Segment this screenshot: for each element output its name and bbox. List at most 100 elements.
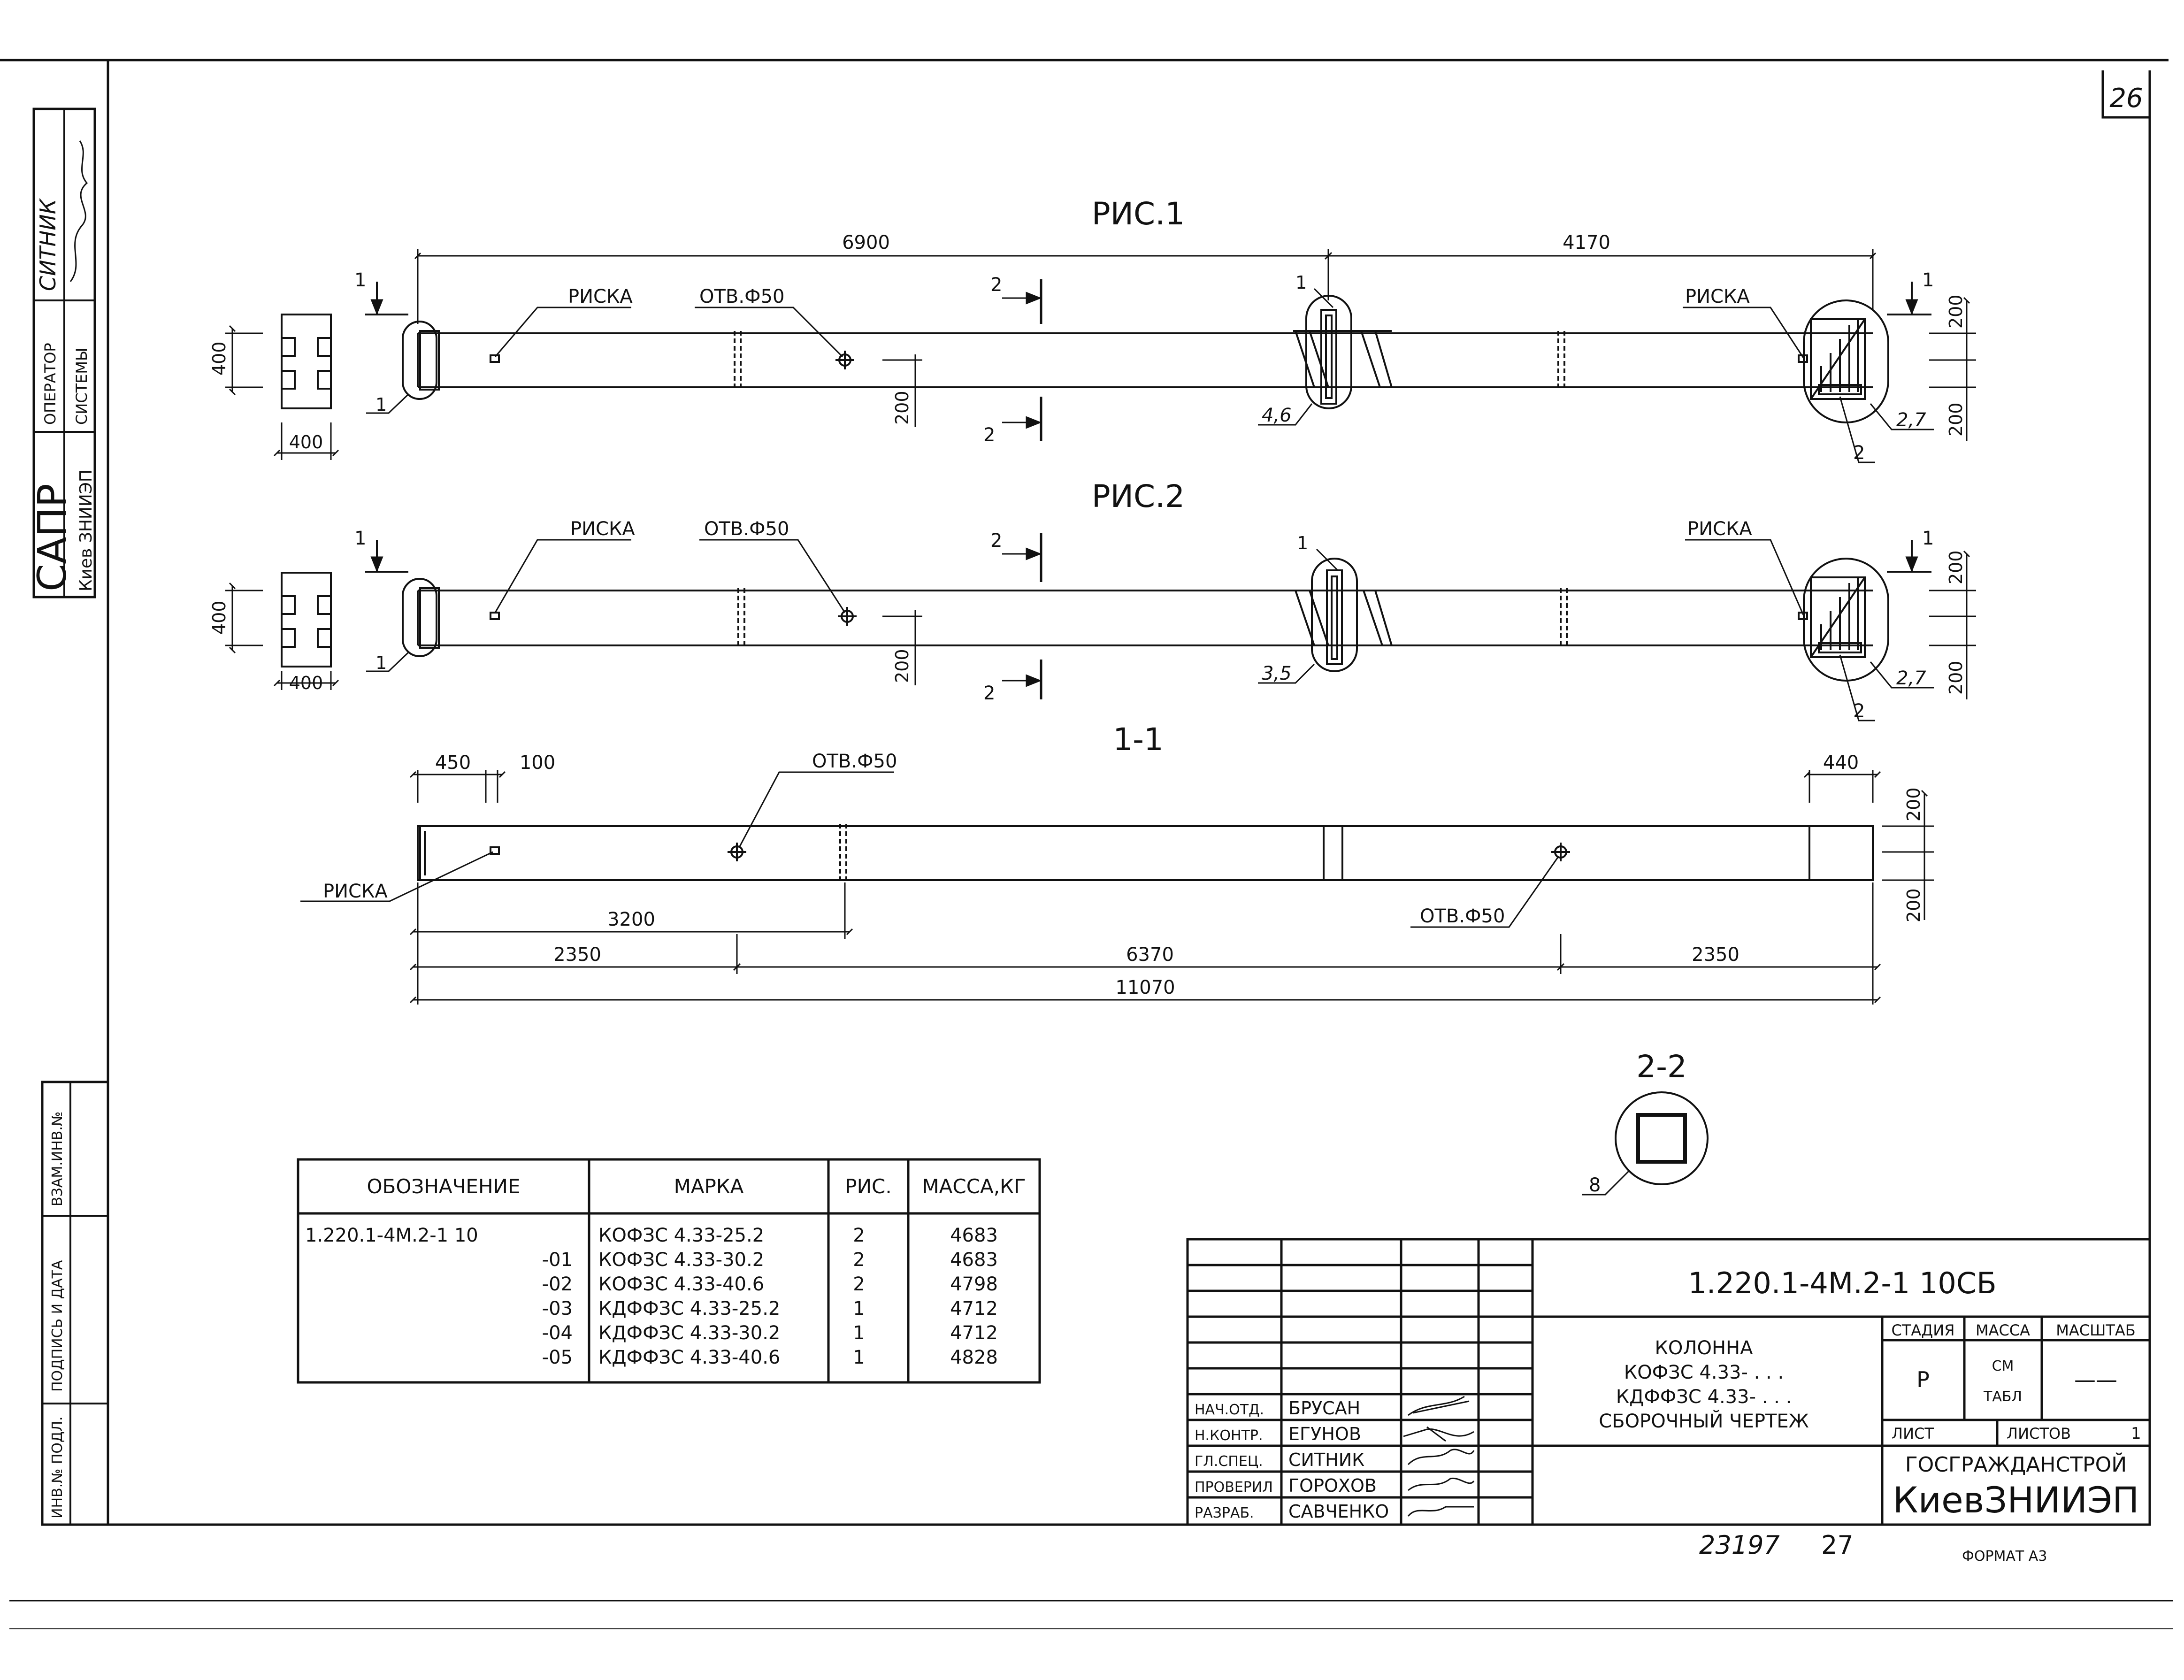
fig1-section-1-left: 1 [354,269,366,291]
spec-row-4-designation: -03 [542,1298,573,1319]
operator-name: СИТНИК [35,198,61,291]
sapr-label: САПР [29,483,75,591]
spec-row-1-fig: 2 [853,1225,865,1246]
fig1-section-2-bottom: 2 [983,424,995,446]
fig1-riska-2: РИСКА [1685,286,1750,307]
fig1-dim-200: 200 [892,391,912,425]
fig1-leader-27: 2,7 [1896,409,1926,431]
org-1: ГОСГРАЖДАНСТРОЙ [1905,1452,2127,1477]
sheet-label: ЛИСТ [1892,1425,1934,1442]
section-1-1-title: 1-1 [1113,721,1164,758]
fig1-leader-2: 2 [1853,442,1865,464]
section-2-2: 2-2 8 [1582,1049,1709,1196]
fig1-dim-6900: 6900 [842,232,890,253]
s11-dim-3200: 3200 [607,909,655,930]
inv-label: ИНВ.№ ПОДЛ. [49,1416,66,1519]
name-line-4: СБОРОЧНЫЙ ЧЕРТЕЖ [1599,1410,1809,1432]
section-2-2-leader: 8 [1589,1174,1601,1196]
name-line-2: КОФЗС 4.33- . . . [1624,1362,1784,1383]
spec-row-5-mark: КДФФЗС 4.33-30.2 [598,1322,780,1344]
fig1-mid-detail [1293,295,1393,409]
s11-dim-440: 440 [1823,752,1859,774]
fig1-section-1-right: 1 [1922,269,1934,291]
fig2-leader-27: 2,7 [1896,667,1926,689]
fig2-section-1-right: 1 [1922,528,1934,549]
fig2-riska-1: РИСКА [570,518,635,540]
fig1-section-2-top: 2 [990,274,1002,296]
figure-2: РИС.2 400 400 1 [209,478,1976,722]
footer: 23197 27 ФОРМАТ А3 [1699,1530,2047,1565]
spec-row-6-fig: 1 [853,1347,865,1368]
s11-hole-callout-2: ОТВ.Ф50 [1420,905,1505,927]
doc-code: 1.220.1-4М.2-1 10СБ [1688,1266,1996,1300]
fig2-mid-detail [1293,558,1393,672]
s11-riska: РИСКА [323,881,388,902]
spec-table: ОБОЗНАЧЕНИЕ МАРКА РИС. МАССА,КГ 1.220.1-… [297,1158,1041,1384]
spec-rows: 1.220.1-4М.2-1 10 -01 -02 -03 -04 -05 КО… [305,1225,998,1368]
spec-row-3-fig: 2 [853,1273,865,1295]
fig1-right-detail [1798,299,1889,423]
fig2-riska-2: РИСКА [1687,518,1752,540]
stage-label: СТАДИЯ [1892,1321,1955,1339]
sig-role-3: ГЛ.СПЕЦ. [1195,1453,1263,1470]
fig2-leader-1: 1 [375,652,387,673]
spec-header-designation: ОБОЗНАЧЕНИЕ [367,1175,520,1198]
name-line-3: КДФФЗС 4.33- . . . [1616,1386,1792,1408]
spec-row-2-mark: КОФЗС 4.33-30.2 [598,1249,764,1271]
operator-label-1: ОПЕРАТОР [41,343,59,425]
mass-label: МАССА [1976,1321,2030,1339]
fig1-riska-1: РИСКА [568,286,633,307]
org-2: КиевЗНИИЭП [1893,1479,2139,1521]
spec-header-mark: МАРКА [674,1175,744,1198]
spec-row-2-mass: 4683 [950,1249,998,1271]
fig2-right-detail [1798,558,1889,682]
fig2-mid-leader-1: 1 [1297,533,1308,553]
section-1-1-body [417,824,1874,882]
spec-row-2-designation: -01 [542,1249,573,1271]
sig-role-4: ПРОВЕРИЛ [1195,1479,1273,1496]
spec-row-6-mark: КДФФЗС 4.33-40.6 [598,1347,780,1368]
fig2-dim-200: 200 [892,649,912,683]
sheet-frame [0,59,2173,1629]
fig1-dim-200-top: 200 [1946,294,1966,329]
figure-1-title: РИС.1 [1092,196,1185,232]
operator-signature [69,140,88,282]
figure-1: РИС.1 6900 4170 400 400 [209,196,1976,464]
fig2-column-body [402,578,1873,657]
fig2-leader-35: 3,5 [1262,663,1292,684]
fig2-section-2-top: 2 [990,530,1002,552]
spec-row-6-designation: -05 [542,1347,573,1368]
footer-page: 27 [1821,1530,1854,1560]
sig-name-5: САВЧЕНКО [1288,1501,1389,1522]
sig-role-5: РАЗРАБ. [1195,1505,1254,1521]
s11-dim-6370: 6370 [1126,944,1174,966]
sheets-label: ЛИСТОВ [2007,1425,2071,1442]
spec-row-1-designation: 1.220.1-4М.2-1 10 [305,1225,478,1246]
mass-value-2: ТАБЛ [1983,1388,2022,1405]
fig1-cross-section [281,314,332,409]
fig2-cross-section [281,572,332,667]
fig2-dim-200-top: 200 [1946,550,1966,584]
fig2-dim-400-w: 400 [289,673,323,693]
s11-dim-100: 100 [520,752,555,774]
scale-value: —— [2074,1367,2117,1392]
sig-name-2: ЕГУНОВ [1288,1424,1361,1444]
fig2-section-2-bottom: 2 [983,683,995,704]
sapr-org: Киев ЗНИИЭП [77,469,96,591]
spec-row-5-designation: -04 [542,1322,573,1344]
page-number-box: 26 [2101,70,2150,119]
spec-row-4-mark: КДФФЗС 4.33-25.2 [598,1298,780,1319]
handwritten-signatures [1403,1396,1475,1517]
title-block: 1.220.1-4М.2-1 10СБ КОЛОННА КОФЗС 4.33- … [1186,1238,2151,1526]
sig-name-3: СИТНИК [1288,1450,1364,1470]
spec-row-3-mark: КОФЗС 4.33-40.6 [598,1273,764,1295]
s11-dim-11070: 11070 [1115,977,1175,998]
spec-row-3-designation: -02 [542,1273,573,1295]
vzam-label: ВЗАМ.ИНВ.№ [49,1112,66,1206]
format-label: ФОРМАТ А3 [1962,1548,2047,1565]
fig2-dim-200-bot: 200 [1946,660,1966,695]
sheets-value: 1 [2131,1424,2141,1443]
operator-label-2: СИСТЕМЫ [73,348,91,425]
figure-2-title: РИС.2 [1092,478,1185,514]
fig2-leader-2: 2 [1853,700,1865,722]
